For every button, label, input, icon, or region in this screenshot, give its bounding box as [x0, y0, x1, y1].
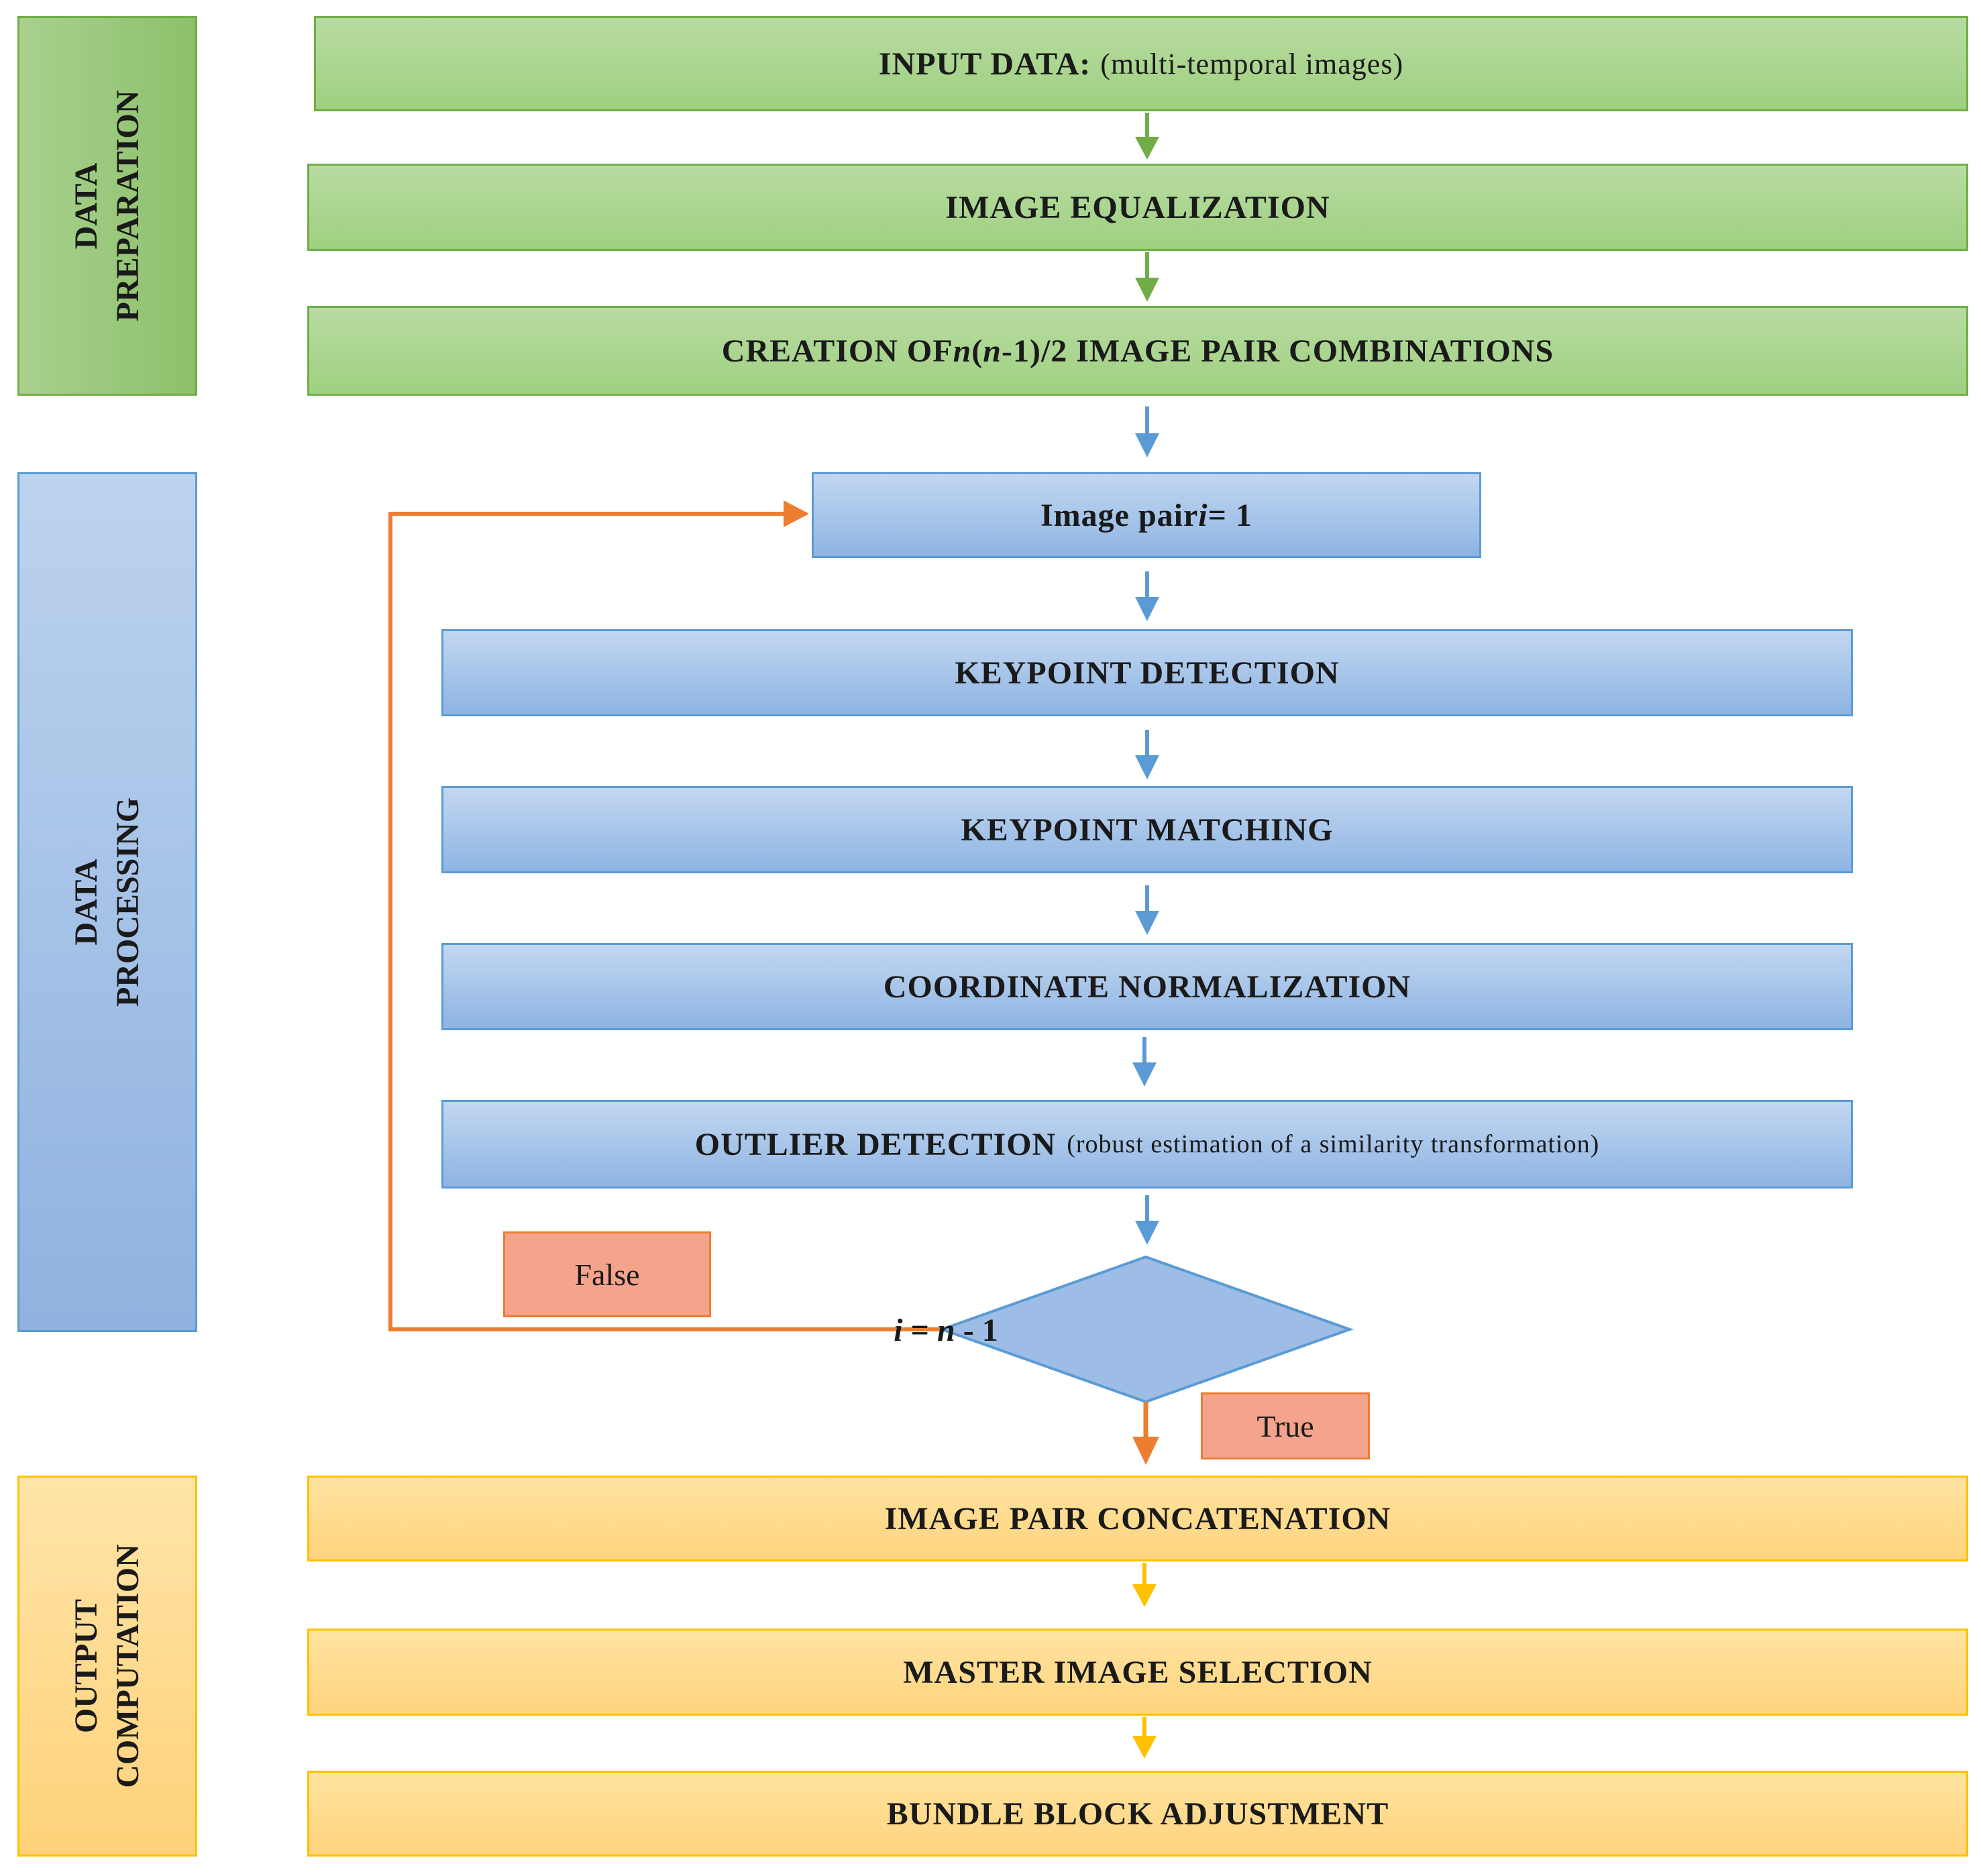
- step-image-equalization: IMAGE EQUALIZATION: [307, 164, 1968, 251]
- arrow-blue-1: [1135, 406, 1159, 457]
- step-input-data: INPUT DATA:(multi-temporal images): [314, 16, 1968, 111]
- false-loop-arrow: [388, 500, 942, 1331]
- true-branch-label: True: [1201, 1392, 1370, 1459]
- arrow-blue-2: [1135, 571, 1159, 621]
- arrow-yellow-2: [1132, 1717, 1157, 1759]
- false-branch-label: False: [503, 1231, 711, 1317]
- decision-condition: i = n - 1: [894, 1312, 998, 1348]
- arrow-green-2: [1135, 252, 1159, 302]
- step-master-image-selection: MASTER IMAGE SELECTION: [307, 1629, 1968, 1716]
- phase-data-preparation: DATA PREPARATION: [17, 16, 197, 396]
- arrow-green-1: [1135, 113, 1159, 160]
- step-keypoint-detection: KEYPOINT DETECTION: [441, 629, 1853, 716]
- arrow-blue-4: [1135, 885, 1159, 935]
- step-image-pair-concatenation: IMAGE PAIR CONCATENATION: [307, 1476, 1968, 1561]
- phase-output-computation: OUTPUT COMPUTATION: [17, 1476, 197, 1857]
- arrow-blue-5: [1132, 1037, 1157, 1087]
- arrow-yellow-1: [1132, 1563, 1157, 1607]
- arrow-blue-6: [1135, 1195, 1159, 1245]
- step-coordinate-normalization: COORDINATE NORMALIZATION: [441, 943, 1853, 1030]
- step-bundle-block-adjustment: BUNDLE BLOCK ADJUSTMENT: [307, 1771, 1968, 1857]
- phase-data-processing: DATA PROCESSING: [17, 472, 197, 1332]
- true-arrow: [1132, 1402, 1159, 1465]
- step-pair-combinations: CREATION OF n(n-1)/2 IMAGE PAIR COMBINAT…: [307, 306, 1968, 396]
- arrow-blue-3: [1135, 730, 1159, 779]
- step-outlier-detection: OUTLIER DETECTION(robust estimation of a…: [441, 1100, 1853, 1189]
- step-keypoint-matching: KEYPOINT MATCHING: [441, 786, 1853, 873]
- step-image-pair-start: Image pair i = 1: [812, 472, 1481, 558]
